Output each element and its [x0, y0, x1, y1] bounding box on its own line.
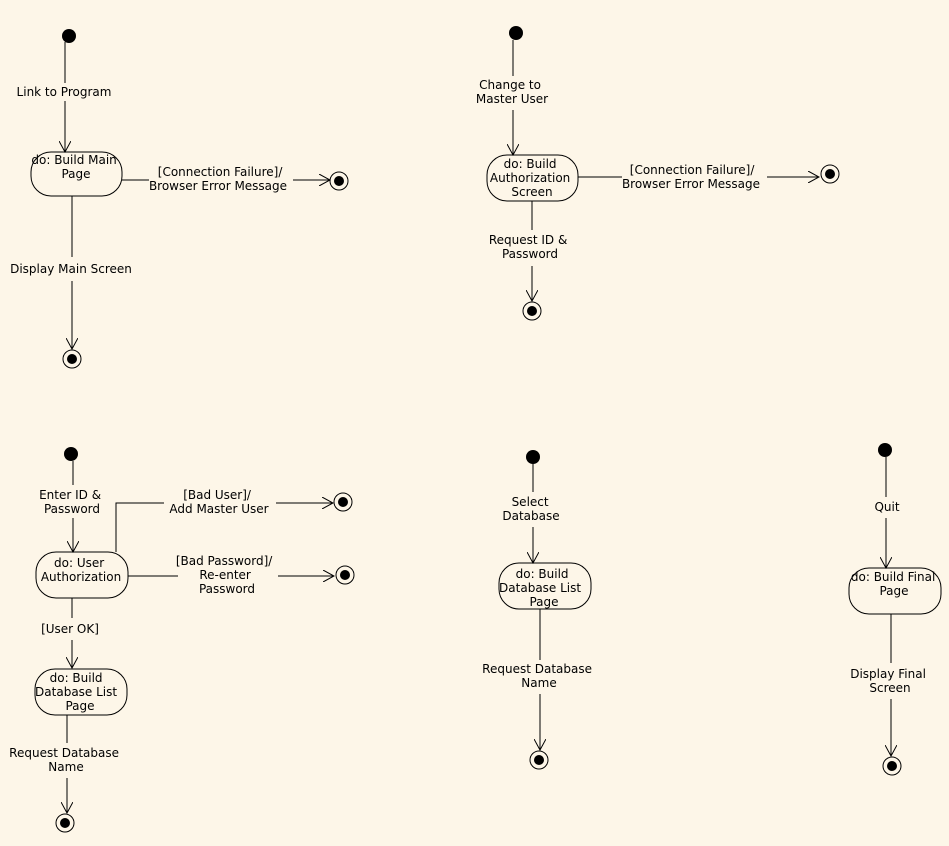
activity-state: [498, 562, 592, 610]
transition-label: Request Database Name: [9, 746, 123, 774]
transition-label: Request Database Name: [482, 662, 596, 690]
initial-node: [64, 447, 78, 461]
initial-node: [878, 443, 892, 457]
initial-node: [62, 29, 76, 43]
state-label: do: Build Final Page: [851, 570, 939, 598]
state-label: do: Build Authorization Screen: [490, 157, 574, 199]
transition-label: Display Final Screen: [850, 667, 930, 695]
diagram-build-authorization-screen: Change to Master User do: Build Authoriz…: [476, 26, 840, 321]
state-label: do: Build Main Page: [31, 153, 120, 181]
state-label: do: Build Database List Page: [499, 567, 585, 609]
diagram-build-final-page: Quit do: Build Final Page Display Final …: [848, 443, 942, 776]
final-node: [329, 171, 349, 191]
final-node: [820, 164, 840, 184]
diagram-select-database: Select Database do: Build Database List …: [482, 450, 596, 770]
transition-label: Request ID & Password: [489, 233, 571, 261]
transition-label: Select Database: [502, 495, 559, 523]
transition-label: Enter ID & Password: [39, 488, 105, 516]
state-label: do: User Authorization: [41, 556, 121, 584]
activity-state: [848, 567, 942, 615]
transition-label: Display Main Screen: [10, 262, 132, 276]
diagram-build-main-page: Link to Program do: Build Main Page [Con…: [10, 29, 349, 369]
guard-label: [Bad Password]/ Re-enter Password: [176, 554, 276, 596]
final-node: [335, 565, 355, 585]
transition-line: [115, 502, 164, 552]
final-node: [529, 750, 549, 770]
diagram-user-authorization: Enter ID & Password do: User Authorizati…: [9, 447, 355, 833]
initial-node: [526, 450, 540, 464]
final-node: [62, 349, 82, 369]
final-node: [522, 301, 542, 321]
guard-label: [Connection Failure]/ Browser Error Mess…: [622, 163, 760, 191]
guard-label: [Connection Failure]/ Browser Error Mess…: [149, 165, 287, 193]
initial-node: [509, 26, 523, 40]
state-label: do: Build Database List Page: [35, 671, 121, 713]
transition-label: Change to Master User: [476, 78, 548, 106]
final-node: [333, 492, 353, 512]
activity-state: [30, 151, 123, 197]
guard-label: [User OK]: [41, 622, 99, 636]
transition-label: Quit: [874, 500, 899, 514]
activity-state: [34, 668, 128, 716]
transition-label: Link to Program: [17, 85, 112, 99]
guard-label: [Bad User]/ Add Master User: [169, 488, 268, 516]
final-node: [55, 813, 75, 833]
activity-state: [35, 551, 129, 599]
final-node: [882, 756, 902, 776]
